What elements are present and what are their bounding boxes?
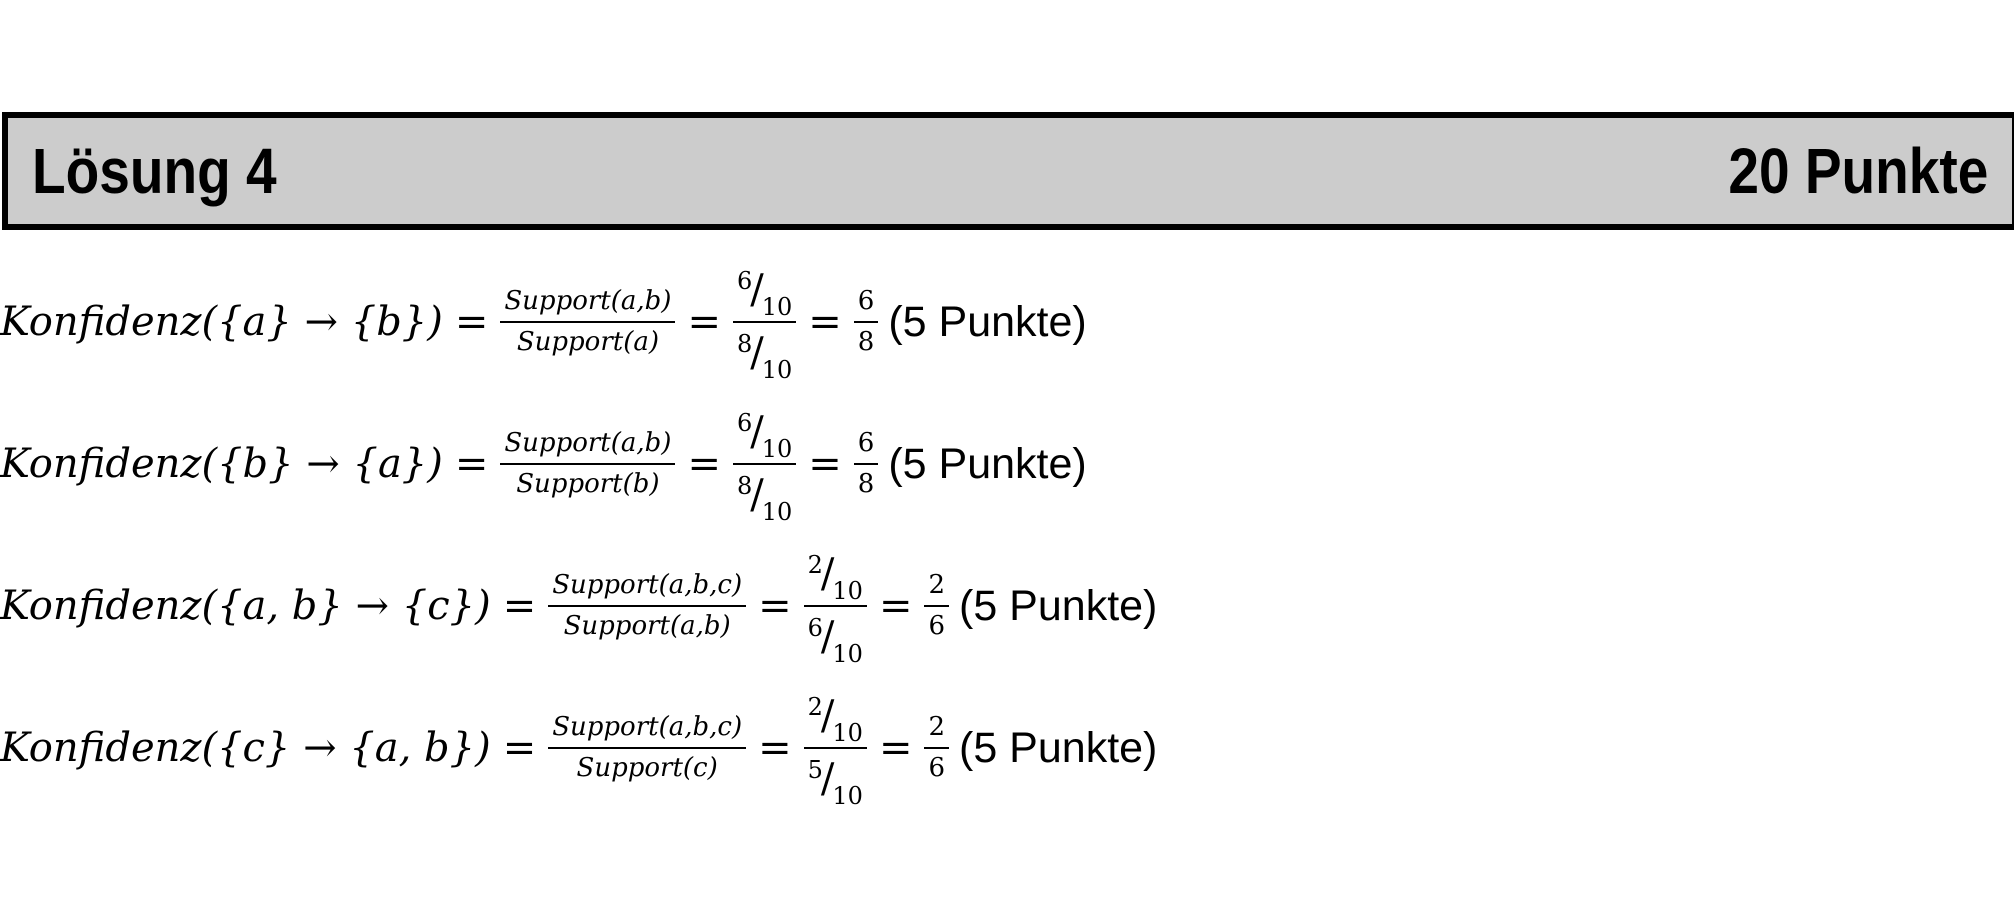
slash-fraction-bottom: 10 [832, 718, 863, 747]
result-denominator: 6 [928, 611, 945, 641]
support-denominator: Support(a) [516, 327, 659, 357]
result-denominator: 6 [928, 753, 945, 783]
equals-sign: = [687, 299, 721, 345]
slash-fraction: 6/10 [736, 408, 793, 463]
formula-points: (5 Punkte) [888, 297, 1087, 346]
slash-fraction: 6/10 [736, 266, 793, 321]
slash-fraction-top: 6 [736, 266, 753, 295]
support-numerator: Support(a,b,c) [548, 570, 747, 607]
slash-fraction-bottom: 10 [761, 434, 793, 463]
slash-fraction: 8/10 [736, 330, 793, 384]
slash-fraction-bottom: 10 [761, 356, 793, 384]
value-numerator: 2/10 [803, 550, 867, 607]
slash-fraction-bottom: 10 [832, 640, 863, 668]
equals-sign: = [454, 441, 489, 487]
slash-fraction-bottom: 10 [832, 782, 863, 810]
slash-fraction-top: 8 [736, 472, 753, 500]
equals-sign: = [878, 725, 913, 771]
formula-points: (5 Punkte) [959, 581, 1158, 630]
support-numerator: Support(a,b) [500, 428, 676, 465]
slash-fraction-bottom: 10 [761, 292, 793, 321]
result-numerator: 6 [853, 428, 879, 465]
slash-fraction: 5/10 [807, 756, 863, 810]
solution-header-bar: Lösung 4 20 Punkte [2, 112, 2014, 230]
value-denominator: 8/10 [733, 465, 796, 526]
result-fraction: 6 8 [853, 428, 879, 500]
formula-points: (5 Punkte) [888, 439, 1087, 488]
value-denominator: 5/10 [804, 749, 867, 810]
result-denominator: 8 [857, 469, 875, 499]
value-fraction: 2/10 6/10 [803, 550, 867, 668]
slash-fraction: 8/10 [736, 472, 793, 526]
result-numerator: 6 [853, 286, 879, 323]
formula-row-2: Konfidenz({b} → {a}) = Support(a,b) Supp… [0, 404, 1087, 524]
formula-lhs: Konfidenz({a} → {b}) [0, 299, 443, 345]
result-numerator: 2 [924, 570, 949, 607]
value-numerator: 2/10 [803, 692, 867, 749]
slash-fraction-top: 6 [807, 614, 823, 642]
equals-sign: = [454, 299, 489, 345]
slash-fraction: 6/10 [807, 614, 863, 668]
equals-sign: = [808, 441, 842, 487]
slash-fraction-bottom: 10 [832, 576, 863, 605]
formula-row-1: Konfidenz({a} → {b}) = Support(a,b) Supp… [0, 262, 1087, 382]
slash-fraction-bottom: 10 [761, 498, 793, 526]
slash-fraction-top: 2 [807, 550, 823, 579]
equals-sign: = [758, 725, 792, 771]
formula-row-3: Konfidenz({a, b} → {c}) = Support(a,b,c)… [0, 546, 1157, 666]
support-fraction: Support(a,b,c) Support(c) [548, 712, 747, 784]
value-numerator: 6/10 [732, 408, 797, 465]
result-fraction: 6 8 [853, 286, 879, 358]
value-fraction: 6/10 8/10 [732, 266, 797, 384]
equals-sign: = [687, 441, 721, 487]
slash-fraction-top: 5 [807, 756, 823, 784]
value-fraction: 6/10 8/10 [732, 408, 797, 526]
result-denominator: 8 [857, 327, 875, 357]
value-denominator: 6/10 [804, 607, 867, 668]
formula-points: (5 Punkte) [959, 723, 1158, 772]
value-denominator: 8/10 [733, 323, 796, 384]
support-numerator: Support(a,b,c) [548, 712, 747, 749]
slash-fraction-top: 8 [736, 330, 753, 358]
slash-fraction-top: 6 [736, 408, 753, 437]
slash-fraction-top: 2 [807, 692, 823, 721]
equals-sign: = [758, 583, 792, 629]
support-fraction: Support(a,b) Support(a) [500, 286, 676, 358]
support-denominator: Support(a,b) [563, 611, 731, 641]
value-numerator: 6/10 [732, 266, 797, 323]
support-numerator: Support(a,b) [500, 286, 676, 323]
formula-row-4: Konfidenz({c} → {a, b}) = Support(a,b,c)… [0, 688, 1157, 808]
slash-fraction: 2/10 [807, 692, 863, 747]
solution-title: Lösung 4 [32, 135, 277, 207]
result-numerator: 2 [924, 712, 949, 749]
equals-sign: = [878, 583, 913, 629]
formula-lhs: Konfidenz({a, b} → {c}) [0, 583, 491, 629]
result-fraction: 2 6 [924, 712, 949, 784]
formula-lhs: Konfidenz({c} → {a, b}) [0, 725, 491, 771]
support-fraction: Support(a,b) Support(b) [500, 428, 676, 500]
support-fraction: Support(a,b,c) Support(a,b) [548, 570, 747, 642]
support-denominator: Support(c) [576, 753, 718, 783]
slash-fraction: 2/10 [807, 550, 863, 605]
value-fraction: 2/10 5/10 [803, 692, 867, 810]
equals-sign: = [502, 583, 537, 629]
result-fraction: 2 6 [924, 570, 949, 642]
equals-sign: = [808, 299, 842, 345]
equals-sign: = [502, 725, 537, 771]
support-denominator: Support(b) [516, 469, 660, 499]
total-points: 20 Punkte [1727, 135, 1988, 207]
formula-lhs: Konfidenz({b} → {a}) [0, 441, 443, 487]
